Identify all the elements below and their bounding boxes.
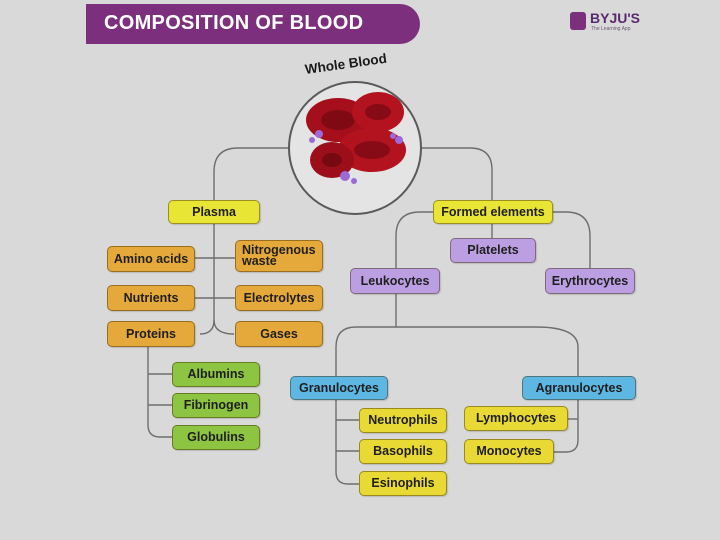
fibrinogen-node: Fibrinogen xyxy=(172,393,260,418)
plasma-node: Plasma xyxy=(168,200,260,224)
monocytes-node: Monocytes xyxy=(464,439,554,464)
leukocytes-node: Leukocytes xyxy=(350,268,440,294)
link-proteins-trunk xyxy=(147,347,172,438)
byjus-logo-icon xyxy=(570,12,586,30)
link-plasma-trunk xyxy=(199,224,215,335)
page-title: COMPOSITION OF BLOOD xyxy=(104,12,364,34)
agranulocytes-node: Agranulocytes xyxy=(522,376,636,400)
link-granulocyte-items xyxy=(335,400,360,485)
link-agranulocyte-items xyxy=(554,400,579,453)
logo-name: BYJU'S xyxy=(590,10,641,26)
gases-node: Gases xyxy=(235,321,323,347)
basophils-node: Basophils xyxy=(359,439,447,464)
erythrocytes-node: Erythrocytes xyxy=(545,268,635,294)
neutrophils-node: Neutrophils xyxy=(359,408,447,433)
platelets-node: Platelets xyxy=(450,238,536,263)
nutrients-node: Nutrients xyxy=(107,285,195,311)
granulocytes-node: Granulocytes xyxy=(290,376,388,400)
link-formed-leukocytes xyxy=(395,211,434,268)
esinophils-node: Esinophils xyxy=(359,471,447,496)
lymphocytes-node: Lymphocytes xyxy=(464,406,568,431)
link-leukocytes-types xyxy=(335,294,579,376)
electrolytes-node: Electrolytes xyxy=(235,285,323,311)
link-plasma-trunk-right xyxy=(213,319,235,335)
nitrogenous-waste-node: Nitrogenous waste xyxy=(235,240,323,272)
link-root-plasma xyxy=(213,147,290,200)
link-formed-erythrocytes xyxy=(552,211,591,268)
albumins-node: Albumins xyxy=(172,362,260,387)
formed-elements-node: Formed elements xyxy=(433,200,553,224)
title-banner xyxy=(86,4,420,44)
globulins-node: Globulins xyxy=(172,425,260,450)
proteins-node: Proteins xyxy=(107,321,195,347)
link-root-formed xyxy=(420,147,493,200)
logo-tagline: The Learning App xyxy=(591,26,631,32)
amino-acids-node: Amino acids xyxy=(107,246,195,272)
blood-cells-illustration xyxy=(288,81,422,215)
